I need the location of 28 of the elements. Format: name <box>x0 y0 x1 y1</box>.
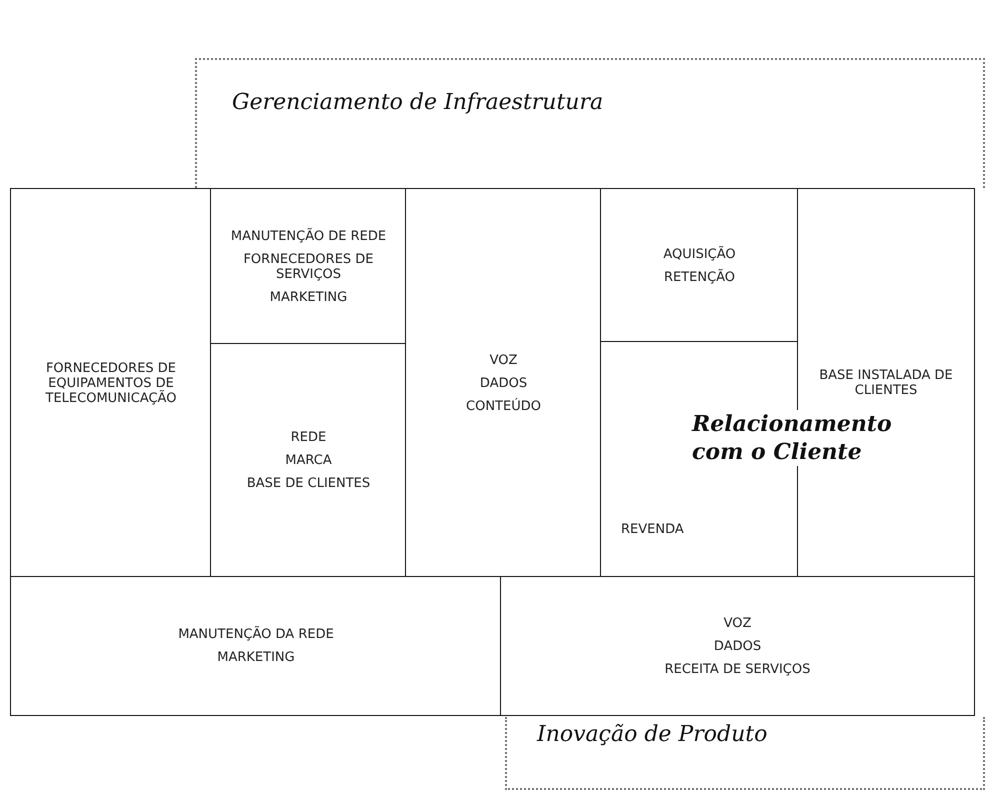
canvas-cell <box>210 188 407 345</box>
cell-text: REVENDA <box>621 522 684 537</box>
cell-text: VOZ <box>490 352 518 368</box>
canvas-cell <box>405 188 602 578</box>
canvas-cell <box>600 188 799 343</box>
cell-text: MARKETING <box>217 650 295 665</box>
cell-text: REDE <box>290 430 326 445</box>
cell-text: MARCA <box>285 453 332 468</box>
cell-text: MARKETING <box>270 290 348 304</box>
cell-text: RETENÇÃO <box>664 270 736 284</box>
cell-text: BASE INSTALADA DE CLIENTES <box>818 368 954 398</box>
canvas-cell <box>10 188 212 578</box>
cell-text: AQUISIÇÃO <box>663 246 736 262</box>
canvas-cell <box>500 576 975 716</box>
cell-text: FORNECEDORES DE EQUIPAMENTOS DE TELECOMUNICAÇÃO <box>44 360 178 406</box>
cell-text: MANUTENÇÃO DA REDE <box>178 627 334 642</box>
cell-text: BASE DE CLIENTES <box>246 476 370 491</box>
cell-text: MANUTENÇÃO DE REDE <box>230 228 386 244</box>
canvas-cell <box>210 343 407 578</box>
cell-text: FORNECEDORES DE SERVIÇOS <box>242 252 375 282</box>
region-title: Inovação de Produto <box>537 722 768 747</box>
region-title: Gerenciamento de Infraestrutura <box>232 90 604 115</box>
canvas-cell <box>10 576 502 716</box>
cell-text: DADOS <box>480 376 528 390</box>
cell-text: CONTEÚDO <box>466 398 541 414</box>
cell-text: RECEITA DE SERVIÇOS <box>664 662 810 676</box>
cell-text: DADOS <box>714 638 762 654</box>
cell-text: VOZ <box>724 616 752 630</box>
